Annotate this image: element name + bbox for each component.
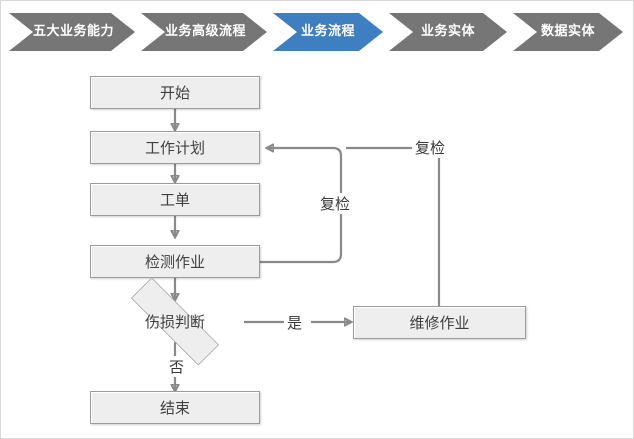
node-decision-label: 伤损判断 (144, 313, 205, 331)
node-inspect[interactable]: 检测作业 (90, 245, 260, 278)
edge-label-recheck-inner: 复检 (317, 193, 354, 214)
edge-repair-workplan-recheck (346, 146, 441, 306)
breadcrumb-chevron-4[interactable] (513, 13, 623, 51)
node-end[interactable]: 结束 (90, 391, 260, 424)
node-workplan-label: 工作计划 (144, 139, 205, 157)
edge-label-yes: 是 (284, 312, 306, 333)
node-repair-label: 维修作业 (409, 314, 470, 332)
node-workorder-label: 工单 (159, 191, 190, 209)
breadcrumb: 五大业务能力 业务高级流程 业务流程 业务实体 数据实体 (1, 13, 633, 51)
breadcrumb-chevron-1[interactable] (141, 13, 267, 51)
node-workorder[interactable]: 工单 (90, 183, 260, 216)
node-end-label: 结束 (159, 399, 190, 417)
node-decision[interactable]: 伤损判断 (105, 277, 245, 366)
breadcrumb-chevron-0[interactable] (9, 13, 135, 51)
node-inspect-label: 检测作业 (144, 253, 205, 271)
edge-label-no: 否 (166, 356, 188, 377)
node-start[interactable]: 开始 (90, 76, 260, 109)
node-start-label: 开始 (159, 84, 190, 102)
breadcrumb-chevron-2[interactable] (273, 13, 383, 51)
node-repair[interactable]: 维修作业 (353, 306, 526, 339)
node-workplan[interactable]: 工作计划 (90, 131, 260, 164)
edge-label-recheck-outer: 复检 (412, 137, 449, 158)
breadcrumb-chevron-3[interactable] (389, 13, 507, 51)
flowchart: 开始 工作计划 工单 检测作业 伤损判断 维修作业 结束 复检 复检 是 否 (1, 51, 633, 438)
breadcrumb-shapes (9, 13, 623, 51)
